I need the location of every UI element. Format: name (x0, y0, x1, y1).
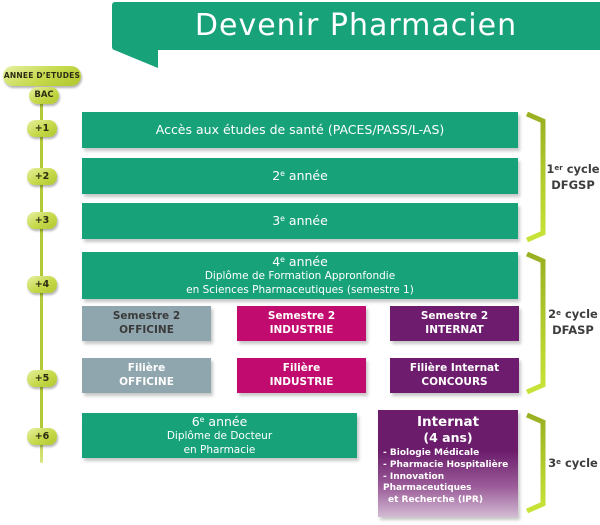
cycle3-label: 3e cycle (546, 456, 600, 472)
page-title: Devenir Pharmacien (112, 2, 600, 50)
cycle2-label: 2e cycle DFASP (546, 307, 600, 338)
timeline-bac-badge: BAC (29, 87, 59, 104)
timeline-year-badge-4: +4 (27, 276, 57, 293)
stage-bar-year3: 3e année (82, 203, 518, 239)
timeline-year-badge-3: +3 (27, 212, 57, 229)
stage-bar-year6-line2: Diplôme de Docteur (166, 429, 273, 442)
timeline-year-badge-2: +2 (27, 168, 57, 185)
stage-bar-year4-line3: en Sciences Pharmaceutiques (semestre 1) (186, 283, 414, 296)
stage-bar-year4-line2: Diplôme de Formation Appronfondie (204, 269, 396, 282)
cycle3-name: 3e cycle (548, 456, 598, 470)
box-filiere-officine: Filière OFFICINE (82, 358, 211, 393)
stage-bar-year6: 6e année Diplôme de Docteur en Pharmacie (82, 413, 357, 458)
cycle2-diploma: DFASP (552, 322, 594, 337)
box-internat-3e-cycle: Internat (4 ans) - Biologie Médicale - P… (378, 410, 518, 517)
cycle1-diploma: DFGSP (551, 177, 595, 192)
box-filiere-industrie: Filière INDUSTRIE (237, 358, 366, 393)
stage-bar-year6-line3: en Pharmacie (183, 443, 256, 456)
stage-bar-year4: 4e année Diplôme de Formation Appronfond… (82, 252, 518, 299)
stage-bar-year6-title: 6e année (191, 413, 248, 429)
list-item: - Innovation Pharmaceutiques (383, 471, 472, 494)
cycle3-bracket (525, 412, 546, 514)
box-semestre2-industrie: Semestre 2 INDUSTRIE (237, 306, 366, 341)
box-semestre2-internat: Semestre 2 INTERNAT (390, 306, 519, 341)
timeline-axis-label: ANNEE D’ETUDES (3, 66, 81, 86)
stage-bar-year2: 2e année (82, 158, 518, 194)
box-semestre2-officine: Semestre 2 OFFICINE (82, 306, 211, 341)
list-item: - Biologie Médicale (383, 448, 480, 459)
timeline-year-badge-6: +6 (27, 428, 57, 445)
list-item: - Pharmacie Hospitalière (383, 459, 509, 470)
cycle1-label: 1er cycle DFGSP (546, 162, 600, 193)
cycle1-bracket (525, 111, 546, 243)
cycle2-bracket (525, 251, 546, 395)
timeline-year-badge-5: +5 (27, 370, 57, 387)
banner-tail-shape (112, 49, 158, 68)
box-filiere-internat-concours: Filière Internat CONCOURS (390, 358, 519, 393)
stage-bar-year3-label: 3e année (272, 212, 328, 228)
internat-title: Internat (416, 414, 480, 430)
timeline-year-badge-1: +1 (27, 120, 57, 137)
list-item: et Recherche (IPR) (388, 494, 483, 505)
internat-duration: (4 ans) (423, 430, 473, 446)
stage-bar-year2-label: 2e année (272, 167, 328, 183)
stage-bar-access: Accès aux études de santé (PACES/PASS/L-… (82, 112, 518, 148)
cycle1-name: 1er cycle (546, 162, 600, 176)
stage-bar-access-label: Accès aux études de santé (PACES/PASS/L-… (155, 121, 445, 137)
cycle2-name: 2e cycle (548, 307, 598, 321)
stage-bar-year4-title: 4e année (272, 253, 328, 269)
internat-specialties-list: - Biologie Médicale - Pharmacie Hospital… (378, 448, 518, 506)
